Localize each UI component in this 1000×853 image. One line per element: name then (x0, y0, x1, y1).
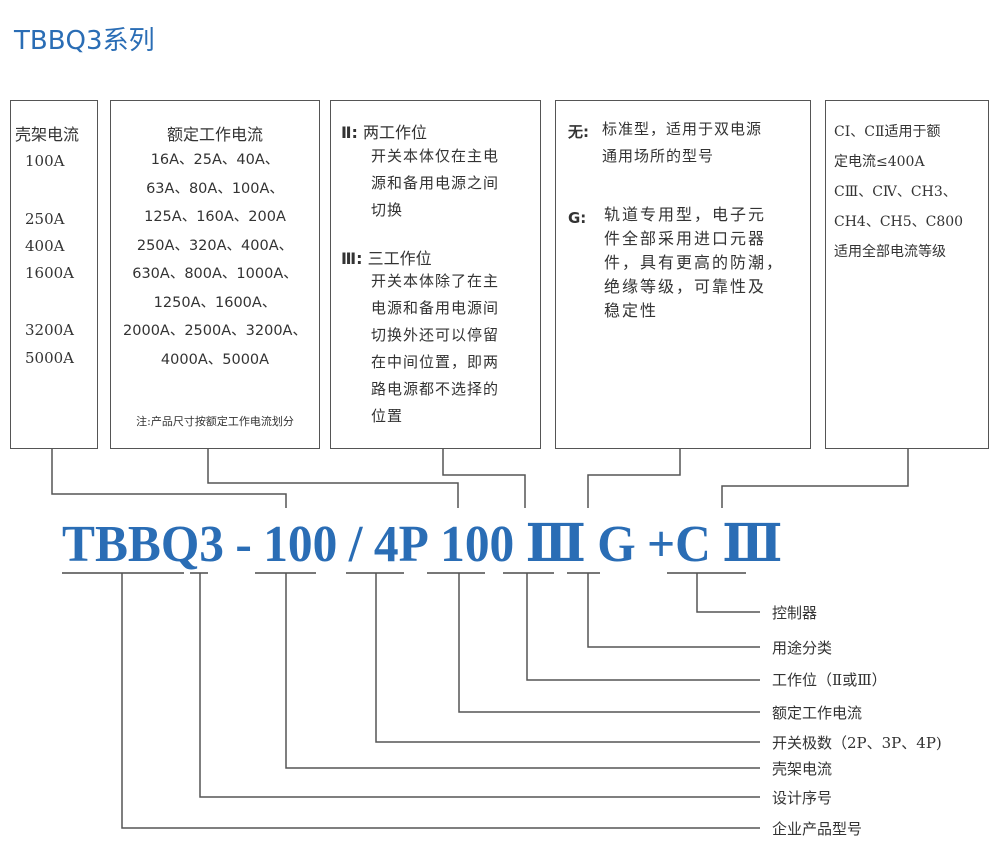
controller-box: CⅠ、CⅡ适用于额 定电流≤400A CⅢ、CⅣ、CH3、 CH4、CH5、C8… (825, 100, 989, 449)
label-poles: 开关极数（2P、3P、4P) (772, 734, 942, 752)
desc-line: 源和备用电源之间 (371, 174, 500, 192)
label-work-position: 工作位（Ⅱ或Ⅲ） (772, 671, 887, 689)
code-rated-current: 100 (440, 516, 515, 573)
label-controller: 控制器 (772, 604, 818, 622)
frame-current-box: 壳架电流 100A 250A 400A 1600A 3200A 5000A (10, 100, 98, 449)
desc-line: 定电流≤400A (834, 154, 925, 170)
value-line: 63A、80A、100A、 (146, 180, 284, 197)
value: 1600A (25, 264, 75, 282)
value: 400A (25, 237, 65, 255)
label-product-model: 企业产品型号 (772, 820, 863, 838)
value-line: 125A、160A、200A (144, 209, 286, 225)
desc-line: 切换 (371, 201, 404, 219)
desc-line: 绝缘等级，可靠性及 (604, 277, 767, 296)
value: 250A (25, 210, 65, 228)
desc-line: 在中间位置，即两 (371, 353, 500, 371)
value-line: 4000A、5000A (160, 351, 270, 368)
label-frame-current: 壳架电流 (772, 760, 833, 778)
rail-type-desc: 轨道专用型，电子元 件全部采用进口元器 件，具有更高的防潮， 绝缘等级，可靠性及… (604, 203, 784, 323)
controller-desc: CⅠ、CⅡ适用于额 定电流≤400A CⅢ、CⅣ、CH3、 CH4、CH5、C8… (834, 117, 963, 267)
value: 5000A (25, 349, 75, 367)
work-position-box: Ⅱ: 两工作位 开关本体仅在主电 源和备用电源之间 切换 Ⅲ: 三工作位 开关本… (330, 100, 541, 449)
desc-line: 件全部采用进口元器 (604, 229, 767, 248)
rated-current-list: 16A、25A、40A、 63A、80A、100A、 125A、160A、200… (111, 146, 319, 374)
title: 两工作位 (363, 123, 428, 142)
position-two-title: Ⅱ: 两工作位 (341, 119, 427, 143)
code-poles: 4P (373, 516, 429, 573)
desc-line: 通用场所的型号 (602, 147, 715, 165)
key: Ⅲ: (341, 249, 363, 268)
desc-line: CⅢ、CⅣ、CH3、 (834, 184, 957, 200)
value-line: 16A、25A、40A、 (150, 152, 280, 168)
desc-line: CⅠ、CⅡ适用于额 (834, 124, 941, 140)
label-usage: 用途分类 (772, 639, 833, 657)
footnote: 注:产品尺寸按额定工作电流划分 (136, 415, 294, 428)
code-usage: G (597, 516, 636, 573)
desc-line: CH4、CH5、C800 (834, 214, 964, 230)
box-heading: 壳架电流 (15, 125, 80, 144)
code-controller: Ⅲ (722, 516, 783, 573)
desc-line: 位置 (371, 407, 404, 425)
code-dash: - (235, 516, 252, 573)
value-line: 2000A、2500A、3200A、 (123, 323, 307, 339)
desc-line: 标准型，适用于双电源 (602, 120, 763, 138)
code-slash: / (348, 516, 363, 573)
desc-line: 件，具有更高的防潮， (604, 253, 785, 272)
key: 无: (568, 123, 589, 141)
model-code: TBBQ3 - 100 / 4P 100 Ⅲ G +C Ⅲ (62, 515, 782, 575)
box-heading: 额定工作电流 (166, 125, 263, 144)
standard-type-desc: 标准型，适用于双电源 通用场所的型号 (602, 116, 762, 170)
value-line: 1250A、1600A、 (153, 294, 277, 311)
value-line: 250A、320A、400A、 (136, 237, 294, 254)
value: 100A (25, 152, 65, 170)
label-rated-current: 额定工作电流 (772, 704, 863, 722)
code-series: TBBQ3 (62, 516, 224, 573)
desc-line: 开关本体仅在主电 (371, 147, 500, 165)
usage-type-box: 无: 标准型，适用于双电源 通用场所的型号 G: 轨道专用型，电子元 件全部采用… (555, 100, 811, 449)
position-three-title: Ⅲ: 三工作位 (341, 245, 432, 269)
title: 三工作位 (367, 249, 432, 268)
code-work-position: Ⅲ (525, 516, 586, 573)
desc-line: 轨道专用型，电子元 (604, 205, 767, 224)
desc-line: 路电源都不选择的 (371, 380, 500, 398)
code-frame-current: 100 (263, 516, 338, 573)
key: Ⅱ: (341, 123, 358, 142)
desc-line: 电源和备用电源间 (371, 299, 500, 317)
value-line: 630A、800A、1000A、 (132, 266, 298, 282)
position-three-desc: 开关本体除了在主 电源和备用电源间 切换外还可以停留 在中间位置，即两 路电源都… (371, 268, 499, 430)
key: G: (568, 209, 587, 227)
desc-line: 切换外还可以停留 (371, 326, 500, 344)
value: 3200A (25, 321, 75, 339)
position-two-desc: 开关本体仅在主电 源和备用电源之间 切换 (371, 143, 499, 224)
label-design-number: 设计序号 (772, 789, 833, 807)
desc-line: 开关本体除了在主 (371, 272, 500, 290)
page-title: TBBQ3系列 (14, 26, 155, 56)
code-controller-prefix: +C (647, 516, 711, 573)
desc-line: 适用全部电流等级 (834, 244, 946, 260)
rated-current-box: 额定工作电流 16A、25A、40A、 63A、80A、100A、 125A、1… (110, 100, 320, 449)
desc-line: 稳定性 (604, 301, 659, 320)
